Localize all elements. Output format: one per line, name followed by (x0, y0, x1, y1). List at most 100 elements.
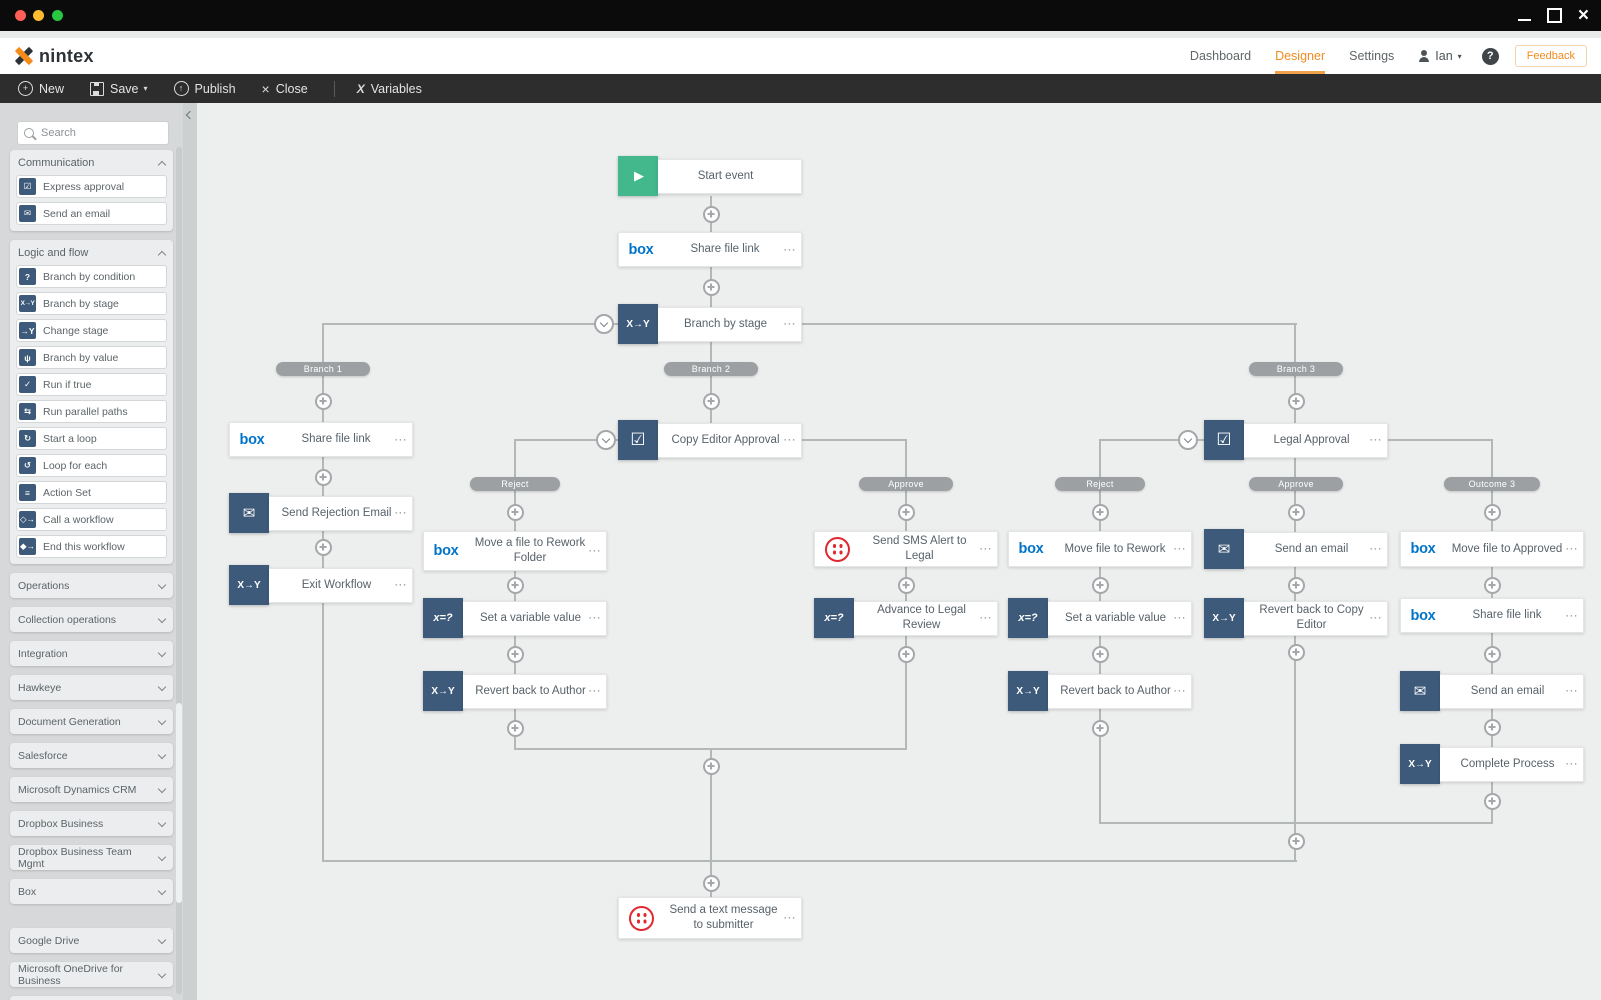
sidebar-section-salesforce[interactable]: Salesforce (10, 743, 173, 768)
add-action-button[interactable] (1091, 503, 1109, 521)
sidebar-section-hawkeye[interactable]: Hawkeye (10, 675, 173, 700)
node-menu-ellipsis[interactable]: ⋯ (1565, 756, 1578, 771)
add-action-button[interactable] (1287, 643, 1305, 661)
add-action-button[interactable] (1483, 645, 1501, 663)
add-action-button[interactable] (702, 278, 720, 296)
add-action-button[interactable] (1483, 718, 1501, 736)
add-action-button[interactable] (314, 468, 332, 486)
publish-button[interactable]: ↑ Publish (173, 81, 236, 96)
traffic-light-minimize[interactable] (33, 10, 44, 21)
add-action-button[interactable] (702, 205, 720, 223)
add-action-button[interactable] (897, 576, 915, 594)
node-menu-ellipsis[interactable]: ⋯ (783, 432, 796, 447)
nav-designer[interactable]: Designer (1275, 38, 1326, 74)
sidebar-section-document-generation[interactable]: Document Generation (10, 709, 173, 734)
sidebar-section-header-communication[interactable]: Communication (16, 154, 167, 171)
window-maximize-icon[interactable] (1546, 8, 1562, 23)
sidebar-scrollbar-thumb[interactable] (176, 703, 182, 903)
add-action-button[interactable] (1287, 503, 1305, 521)
workflow-node-set-a-variable-value-b3[interactable]: x=?Set a variable value⋯ (1008, 598, 1192, 638)
add-action-button[interactable] (897, 503, 915, 521)
node-menu-ellipsis[interactable]: ⋯ (1173, 610, 1186, 625)
node-menu-ellipsis[interactable]: ⋯ (783, 241, 796, 257)
workflow-node-send-an-email-o3[interactable]: ✉Send an email⋯ (1400, 671, 1584, 711)
add-action-button[interactable] (702, 392, 720, 410)
save-button[interactable]: Save ▾ (90, 81, 148, 96)
collapse-branch-button[interactable] (594, 314, 614, 334)
node-menu-ellipsis[interactable]: ⋯ (1173, 541, 1186, 556)
node-menu-ellipsis[interactable]: ⋯ (783, 910, 796, 925)
add-action-button[interactable] (1287, 576, 1305, 594)
sidebar-scrollbar[interactable] (176, 147, 182, 994)
sidebar-collapse-handle[interactable] (183, 103, 197, 1000)
sidebar-item-end-this-workflow[interactable]: ◆→End this workflow (16, 535, 167, 558)
node-menu-ellipsis[interactable]: ⋯ (979, 541, 992, 556)
user-menu[interactable]: Ian ▾ (1418, 49, 1462, 63)
sidebar-item-send-an-email[interactable]: ✉Send an email (16, 202, 167, 225)
nav-dashboard[interactable]: Dashboard (1189, 49, 1252, 63)
node-menu-ellipsis[interactable]: ⋯ (588, 543, 601, 558)
workflow-node-legal-approval[interactable]: ☑Legal Approval⋯ (1204, 420, 1388, 460)
collapse-branch-button[interactable] (1178, 430, 1198, 450)
add-action-button[interactable] (1483, 503, 1501, 521)
add-action-button[interactable] (314, 392, 332, 410)
add-action-button[interactable] (506, 503, 524, 521)
sidebar-section-box[interactable]: Box (10, 879, 173, 904)
sidebar-item-loop-for-each[interactable]: ↺Loop for each (16, 454, 167, 477)
sidebar-section-google-drive[interactable]: Google Drive (10, 928, 173, 953)
sidebar-section-dropbox-business[interactable]: Dropbox Business (10, 811, 173, 836)
help-button[interactable]: ? (1481, 47, 1499, 65)
add-action-button[interactable] (1483, 792, 1501, 810)
sidebar-section-collection-operations[interactable]: Collection operations (10, 607, 173, 632)
add-action-button[interactable] (1091, 645, 1109, 663)
add-action-button[interactable] (1091, 719, 1109, 737)
sidebar-item-run-if-true[interactable]: ✓Run if true (16, 373, 167, 396)
node-menu-ellipsis[interactable]: ⋯ (1369, 541, 1382, 556)
add-action-button[interactable] (1091, 576, 1109, 594)
collapse-branch-button[interactable] (596, 430, 616, 450)
workflow-node-send-an-email-approve[interactable]: ✉Send an email⋯ (1204, 529, 1388, 569)
sidebar-section-zendesk[interactable]: Zendesk (10, 996, 173, 1000)
sidebar-item-run-parallel-paths[interactable]: ⇆Run parallel paths (16, 400, 167, 423)
node-menu-ellipsis[interactable]: ⋯ (1565, 683, 1578, 698)
window-minimize-icon[interactable] (1517, 19, 1531, 21)
add-action-button[interactable] (1287, 392, 1305, 410)
node-menu-ellipsis[interactable]: ⋯ (979, 610, 992, 625)
node-menu-ellipsis[interactable]: ⋯ (1565, 607, 1578, 623)
sidebar-section-microsoft-onedrive-for-business[interactable]: Microsoft OneDrive for Business (10, 962, 173, 987)
add-action-button[interactable] (314, 538, 332, 556)
sidebar-section-microsoft-dynamics-crm[interactable]: Microsoft Dynamics CRM (10, 777, 173, 802)
node-menu-ellipsis[interactable]: ⋯ (1369, 610, 1382, 625)
workflow-node-set-a-variable-value-b2[interactable]: x=?Set a variable value⋯ (423, 598, 607, 638)
workflow-node-send-sms-alert-to-legal[interactable]: Send SMS Alert to Legal⋯ (814, 531, 998, 567)
add-action-button[interactable] (702, 874, 720, 892)
node-menu-ellipsis[interactable]: ⋯ (394, 577, 407, 592)
sidebar-section-communication[interactable]: Communication☑Express approval✉Send an e… (10, 150, 173, 231)
search-input[interactable]: Search (17, 121, 169, 145)
traffic-light-close[interactable] (15, 10, 26, 21)
sidebar-item-action-set[interactable]: ≡Action Set (16, 481, 167, 504)
close-button[interactable]: × Close (261, 80, 308, 97)
node-menu-ellipsis[interactable]: ⋯ (1565, 541, 1578, 556)
traffic-light-maximize[interactable] (52, 10, 63, 21)
add-action-button[interactable] (897, 645, 915, 663)
variables-button[interactable]: X Variables (356, 81, 422, 96)
workflow-node-advance-to-legal-review[interactable]: x=?Advance to Legal Review⋯ (814, 598, 998, 638)
add-action-button[interactable] (1287, 832, 1305, 850)
save-dropdown-icon[interactable]: ▾ (143, 84, 148, 93)
